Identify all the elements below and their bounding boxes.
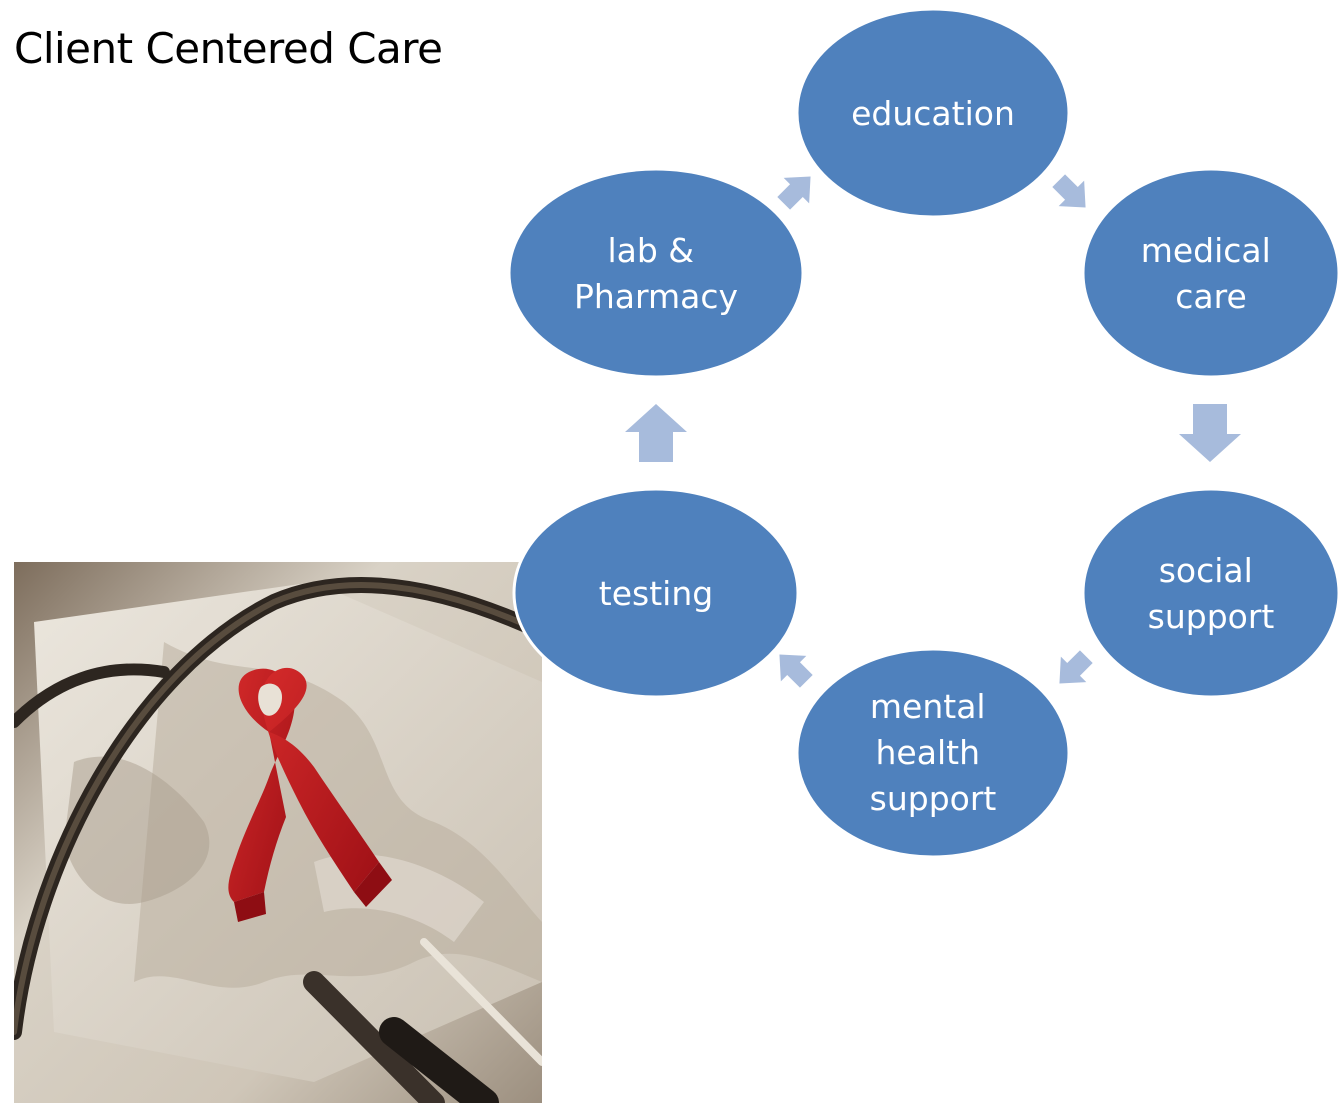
flow-arrow-education-to-medical-care xyxy=(1052,174,1086,208)
cycle-node-social-support: social support xyxy=(1081,487,1338,699)
slide-title: Client Centered Care xyxy=(14,24,443,73)
cycle-node-lab-pharmacy: lab & Pharmacy xyxy=(507,167,805,379)
svg-text:testing: testing xyxy=(599,574,713,613)
svg-text:lab & Pharmacy: lab & Pharmacy xyxy=(574,231,738,316)
cycle-node-education: education xyxy=(795,7,1071,219)
node-label-line-1: mental xyxy=(870,687,986,726)
flow-arrow-social-support-to-mental-health-support xyxy=(1059,650,1093,684)
node-label-line-2: care xyxy=(1175,277,1247,316)
svg-text:social support: social support xyxy=(1148,551,1275,636)
svg-text:medical care: medical care xyxy=(1141,231,1282,316)
node-label-line-1: lab & xyxy=(607,231,694,270)
node-label: testing xyxy=(599,574,713,613)
node-label: education xyxy=(851,94,1015,133)
awareness-ribbon-stethoscope-photo xyxy=(14,562,542,1103)
svg-text:education: education xyxy=(851,94,1015,133)
node-label-line-2: Pharmacy xyxy=(574,277,738,316)
node-label-line-1: medical xyxy=(1141,231,1271,270)
flow-arrow-mental-health-support-to-testing xyxy=(779,654,813,688)
cycle-node-medical-care: medical care xyxy=(1081,167,1338,379)
flow-arrow-medical-care-to-social-support xyxy=(1179,404,1241,462)
node-label-line-2: health xyxy=(876,733,980,772)
node-label-line-1: social xyxy=(1159,551,1253,590)
svg-text:mental health supp: mental health support xyxy=(870,687,997,818)
node-label-line-3: support xyxy=(870,779,997,818)
cycle-node-mental-health-support: mental health support xyxy=(795,647,1071,859)
flow-arrow-lab-pharmacy-to-education xyxy=(777,176,811,210)
flow-arrow-testing-to-lab-pharmacy xyxy=(625,404,687,462)
cycle-node-testing: testing xyxy=(512,487,800,699)
node-label-line-2: support xyxy=(1148,597,1275,636)
